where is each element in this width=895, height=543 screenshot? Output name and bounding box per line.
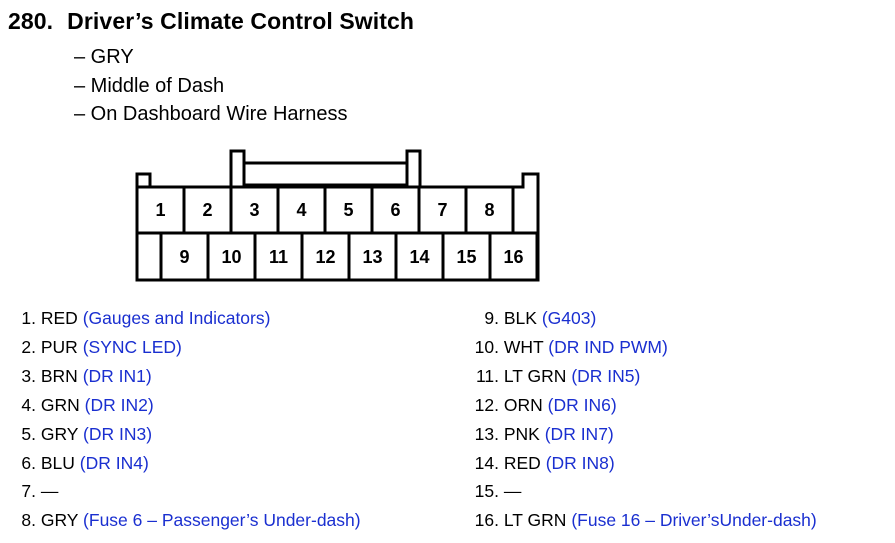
circuit-description: (SYNC LED) <box>82 336 182 357</box>
circuit-description: (DR IN6) <box>547 394 617 415</box>
pin-row: 16. LT GRN (Fuse 16 – Driver’sUnder-dash… <box>0 510 817 531</box>
cavity-label-9: 9 <box>179 247 189 267</box>
cavity-label-16: 16 <box>503 247 523 267</box>
pin-number: 15. <box>474 481 499 502</box>
wire-color: GRY <box>40 510 79 531</box>
pin-number: 8. <box>21 510 36 531</box>
cavity-label-6: 6 <box>390 200 400 220</box>
wire-color: GRY <box>40 423 79 444</box>
circuit-description: (Fuse 16 – Driver’sUnder-dash) <box>571 510 817 531</box>
pin-number: 16. <box>474 510 499 531</box>
pin-number: 1. <box>21 308 36 328</box>
circuit-description: (Gauges and Indicators) <box>82 308 271 328</box>
pin-row: 3. BRN (DR IN1) <box>0 365 152 387</box>
connector-details: – GRY – Middle of Dash – On Dashboard Wi… <box>74 43 347 129</box>
wire-color: ORN <box>503 394 543 415</box>
cavity-label-13: 13 <box>362 247 382 267</box>
pin-number: 4. <box>21 394 36 415</box>
circuit-description: (Fuse 6 – Passenger’s Under-dash) <box>83 510 361 531</box>
circuit-description: (DR IND PWM) <box>548 336 668 357</box>
circuit-description: (G403) <box>541 308 597 328</box>
cavity-label-8: 8 <box>484 200 494 220</box>
page-title: 280. Driver’s Climate Control Switch <box>8 8 414 35</box>
pin-number: 11. <box>475 365 499 386</box>
wire-color: RED <box>40 308 78 328</box>
pin-row: 14. RED (DR IN8) <box>0 453 615 474</box>
pin-row: 1. RED (Gauges and Indicators) <box>0 308 270 329</box>
item-number: 280. <box>8 8 54 34</box>
wire-color: GRN <box>40 394 80 415</box>
circuit-description: (DR IN7) <box>544 423 614 444</box>
detail-color: – GRY <box>74 46 134 68</box>
pin-number: 7. <box>21 481 36 502</box>
pin-number: 3. <box>21 365 36 386</box>
cavity-label-7: 7 <box>437 200 447 220</box>
wire-color: RED <box>503 452 541 473</box>
pin-row: 2. PUR (SYNC LED) <box>0 337 182 358</box>
wire-color: LT GRN <box>503 365 567 386</box>
pin-number: 14. <box>474 452 499 473</box>
circuit-description: (DR IN5) <box>571 365 641 386</box>
pin-row: 13. PNK (DR IN7) <box>0 424 614 445</box>
detail-location: – Middle of Dash <box>74 74 225 97</box>
pin-row: 7. — <box>0 481 58 502</box>
cavity-label-5: 5 <box>343 200 353 220</box>
wire-color: BLK <box>503 308 537 328</box>
pin-number: 10. <box>474 336 499 357</box>
pin-row: 9. BLK (G403) <box>0 308 596 329</box>
cavity-label-2: 2 <box>202 200 212 220</box>
wire-color: LT GRN <box>503 510 567 531</box>
wire-color: BLU <box>40 452 75 473</box>
circuit-description: (DR IN4) <box>79 452 149 473</box>
pin-number: 5. <box>21 423 36 444</box>
pin-row: 10. WHT (DR IND PWM) <box>0 337 668 358</box>
pin-row: 11. LT GRN (DR IN5) <box>0 366 640 387</box>
cavity-label-10: 10 <box>221 247 241 267</box>
pin-number: 12. <box>474 394 499 415</box>
detail-harness: – On Dashboard Wire Harness <box>74 103 348 125</box>
connector-outline <box>135 149 540 282</box>
cavity-label-1: 1 <box>155 200 165 220</box>
pin-row: 4. GRN (DR IN2) <box>0 394 154 416</box>
pin-row: 15. — <box>0 481 522 502</box>
pin-row: 6. BLU (DR IN4) <box>0 452 149 474</box>
circuit-description: (DR IN3) <box>83 423 153 444</box>
pin-row: 8. GRY (Fuse 6 – Passenger’s Under-dash) <box>0 510 361 531</box>
connector-latch <box>242 161 409 187</box>
pin-number: 9. <box>484 308 499 328</box>
wire-color: PUR <box>40 336 78 357</box>
cavity-label-15: 15 <box>456 247 476 267</box>
wire-color: PNK <box>503 423 540 444</box>
pin-number: 2. <box>21 336 36 357</box>
circuit-description: (DR IN1) <box>82 365 152 386</box>
wire-color: WHT <box>503 336 544 357</box>
cavity-label-14: 14 <box>409 247 429 267</box>
pin-number: 6. <box>21 452 36 473</box>
wire-color: — <box>40 481 59 502</box>
cavity-16 <box>488 231 539 282</box>
wire-color: BRN <box>40 365 78 386</box>
circuit-description: (DR IN8) <box>545 452 615 473</box>
item-title: Driver’s Climate Control Switch <box>67 8 415 34</box>
circuit-description: (DR IN2) <box>84 394 154 415</box>
cavity-label-12: 12 <box>315 247 335 267</box>
pin-number: 13. <box>474 423 499 444</box>
wire-color: — <box>503 481 522 502</box>
cavity-label-11: 11 <box>269 247 288 267</box>
pin-row: 5. GRY (DR IN3) <box>0 424 152 445</box>
cavity-label-3: 3 <box>249 200 259 220</box>
pin-row: 12. ORN (DR IN6) <box>0 395 617 416</box>
cavity-label-4: 4 <box>296 200 306 220</box>
